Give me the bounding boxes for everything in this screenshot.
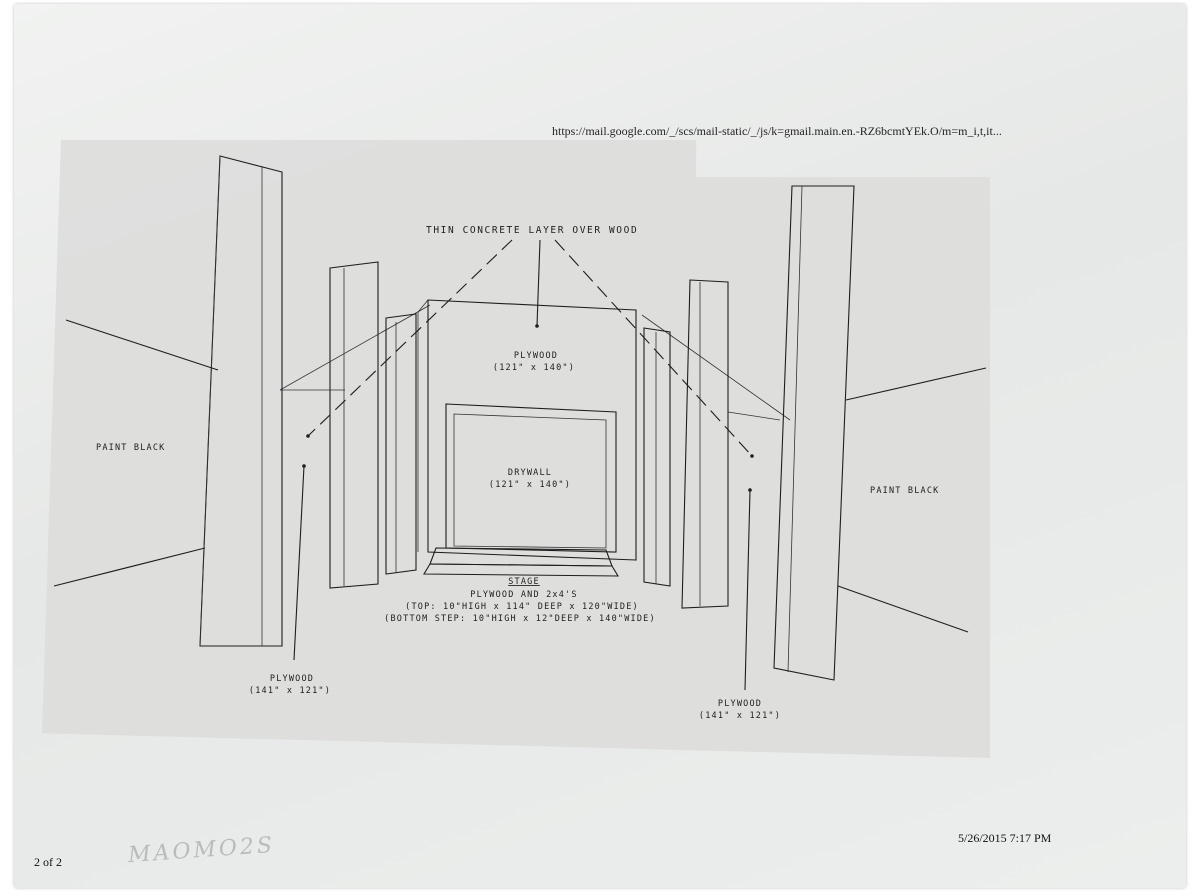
right-outer-pillar-edge	[787, 185, 803, 673]
right-inner-pillar-b	[643, 327, 671, 587]
drywall-frame-inner	[453, 413, 607, 549]
paint-black-left: PAINT BLACK	[96, 443, 166, 453]
print-timestamp: 5/26/2015 7:17 PM	[958, 831, 1052, 845]
concrete-label: THIN CONCRETE LAYER OVER WOOD	[426, 225, 638, 236]
stage-line-3: (BOTTOM STEP: 10"HIGH x 12"DEEP x 140"WI…	[384, 614, 656, 624]
print-area	[42, 140, 990, 758]
left-pillar-leader	[293, 465, 305, 661]
leader-dot-right	[750, 454, 754, 458]
back-panel-edge	[417, 299, 429, 313]
right-pillar-title: PLYWOOD	[718, 699, 762, 709]
stage-top-step	[429, 547, 613, 567]
concrete-leader-center	[536, 239, 541, 327]
left-outer-pillar	[199, 155, 283, 647]
perspective-line-left-top	[65, 319, 219, 371]
left-pillar-size: (141" x 121")	[249, 686, 331, 696]
right-outer-pillar	[773, 185, 855, 681]
drywall-size: (121" x 140")	[489, 480, 571, 490]
stage-title: STAGE	[508, 577, 540, 587]
left-inner-pillar-a	[329, 261, 379, 589]
leader-dot-center	[535, 324, 539, 328]
back-plywood-panel	[427, 299, 637, 561]
right-pillar-leader	[744, 489, 751, 691]
stage-line-1: PLYWOOD AND 2x4'S	[470, 590, 577, 600]
left-inner-pillar-b	[385, 313, 417, 575]
concrete-leader-right	[554, 239, 753, 457]
concrete-leader-left	[307, 239, 513, 437]
perspective-line-right-top	[845, 367, 987, 401]
stage-bottom-step	[423, 563, 619, 577]
left-pillar-title: PLYWOOD	[270, 674, 314, 684]
url-header: https://mail.google.com/_/scs/mail-stati…	[552, 124, 1002, 138]
left-pillar-leader-dot	[302, 464, 306, 468]
stage-line-2: (TOP: 10"HIGH x 114" DEEP x 120"WIDE)	[405, 602, 639, 612]
drywall-title: DRYWALL	[508, 468, 552, 478]
left-outer-pillar-edge-2	[199, 155, 221, 647]
leader-dot-left	[306, 434, 310, 438]
drywall-frame-outer	[445, 403, 617, 553]
perspective-line-right-bottom	[837, 585, 969, 633]
paint-black-right: PAINT BLACK	[870, 486, 940, 496]
right-pillar-size: (141" x 121")	[699, 711, 781, 721]
right-wall-diagonal	[641, 314, 791, 421]
right-inner-pillar-a	[681, 279, 729, 609]
right-pillar-leader-dot	[748, 488, 752, 492]
perspective-line-left-bottom	[53, 547, 206, 587]
right-wall-top	[727, 411, 781, 421]
back-panel-size: (121" x 140")	[493, 363, 575, 373]
page-number: 2 of 2	[34, 855, 62, 869]
left-wall-diagonal	[279, 304, 431, 391]
back-panel-title: PLYWOOD	[514, 351, 558, 361]
